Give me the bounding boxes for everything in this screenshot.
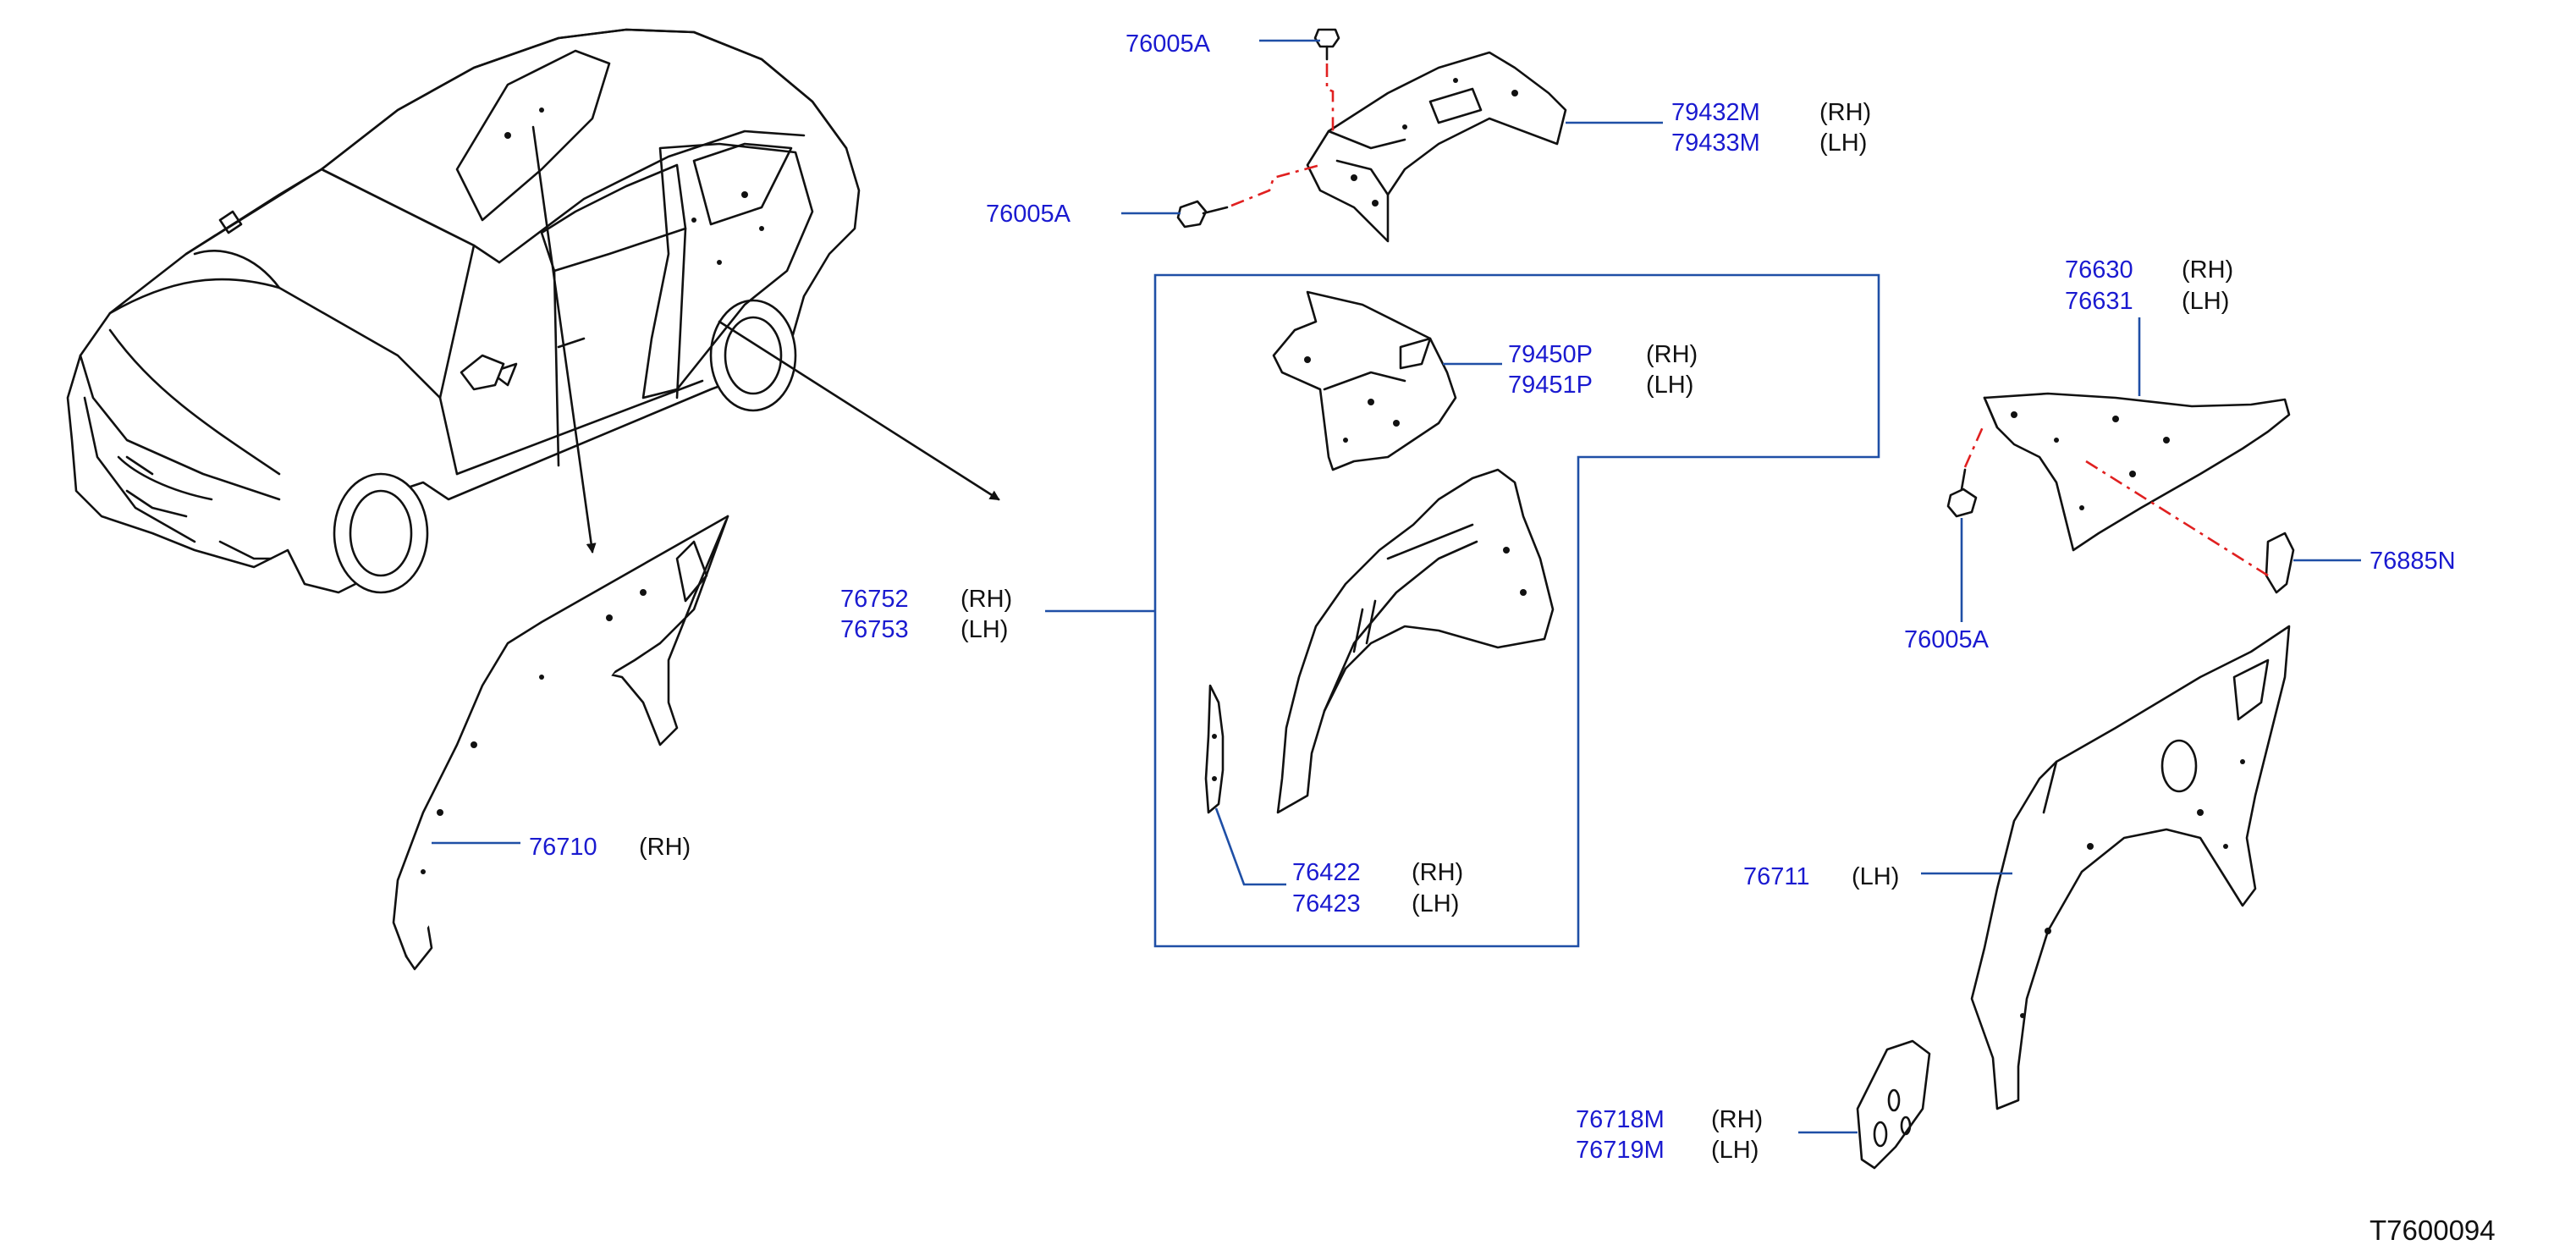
gusset-drawing [1798, 1039, 1931, 1170]
side: (RH) [639, 834, 691, 861]
side-rh: (RH) [2182, 256, 2233, 284]
side-lh: (LH) [2182, 288, 2229, 315]
callout-reinforcement: 76630 (RH) 76631 (LH) [2065, 256, 2233, 315]
side-lh: (LH) [1646, 372, 1693, 399]
part-number: 76710 [529, 834, 597, 861]
side-lh: (LH) [960, 616, 1008, 643]
callout-bolt-right: 76005A [1904, 626, 1990, 653]
callout-bolt-top: 76005A [1126, 30, 1211, 58]
part-number-lh: 76753 [840, 616, 909, 643]
bracket-rear-upper-drawing [1121, 28, 1663, 243]
part-number-lh: 76631 [2065, 288, 2133, 315]
callout-bracket-inner: 79450P (RH) 79451P (LH) [1508, 341, 1698, 399]
side-rh: (RH) [1646, 341, 1698, 368]
wheel-house-assembly-drawing [1045, 273, 1880, 948]
callout-wheel-house-assy: 76752 (RH) 76753 (LH) [840, 586, 1012, 643]
side: (LH) [1852, 863, 1899, 890]
callout-gusset: 76718M (RH) 76719M (LH) [1576, 1106, 1763, 1164]
part-number-lh: 79451P [1508, 372, 1593, 399]
vehicle-illustration [66, 28, 1000, 594]
part-number-rh: 76752 [840, 586, 909, 613]
side-rh: (RH) [1711, 1106, 1763, 1133]
part-number: 76005A [986, 201, 1071, 228]
callout-bracket-rear-upper: 79432M (RH) 79433M (LH) [1671, 99, 1871, 157]
side-lh: (LH) [1412, 890, 1459, 917]
part-number-lh: 76423 [1292, 890, 1361, 917]
callout-bolt-left: 76005A [986, 201, 1071, 228]
diagram-reference-id: T7600094 [2370, 1215, 2496, 1246]
part-number-rh: 76422 [1292, 859, 1361, 886]
part-number-rh: 79432M [1671, 99, 1760, 126]
side-rh: (RH) [1412, 859, 1463, 886]
panel-rh-drawing [392, 515, 729, 971]
part-number: 76005A [1126, 30, 1211, 58]
side-lh: (LH) [1819, 129, 1867, 157]
callout-extension-strip: 76422 (RH) 76423 (LH) [1292, 859, 1463, 917]
part-number-rh: 79450P [1508, 341, 1593, 368]
part-number-lh: 76719M [1576, 1137, 1665, 1164]
part-number: 76885N [2370, 548, 2456, 575]
callout-panel-rh: 76710 (RH) [529, 834, 691, 861]
side-rh: (RH) [1819, 99, 1871, 126]
part-number: 76005A [1904, 626, 1990, 653]
part-number-rh: 76718M [1576, 1106, 1665, 1133]
side-lh: (LH) [1711, 1137, 1759, 1164]
part-number-rh: 76630 [2065, 256, 2133, 284]
part-number-lh: 79433M [1671, 129, 1760, 157]
callout-clip: 76885N [2370, 548, 2456, 575]
reinforcement-drawing [1946, 317, 2361, 622]
panel-lh-drawing [1921, 625, 2291, 1110]
part-number: 76711 [1743, 863, 1810, 890]
callout-panel-lh: 76711 (LH) [1743, 863, 1899, 890]
side-rh: (RH) [960, 586, 1012, 613]
